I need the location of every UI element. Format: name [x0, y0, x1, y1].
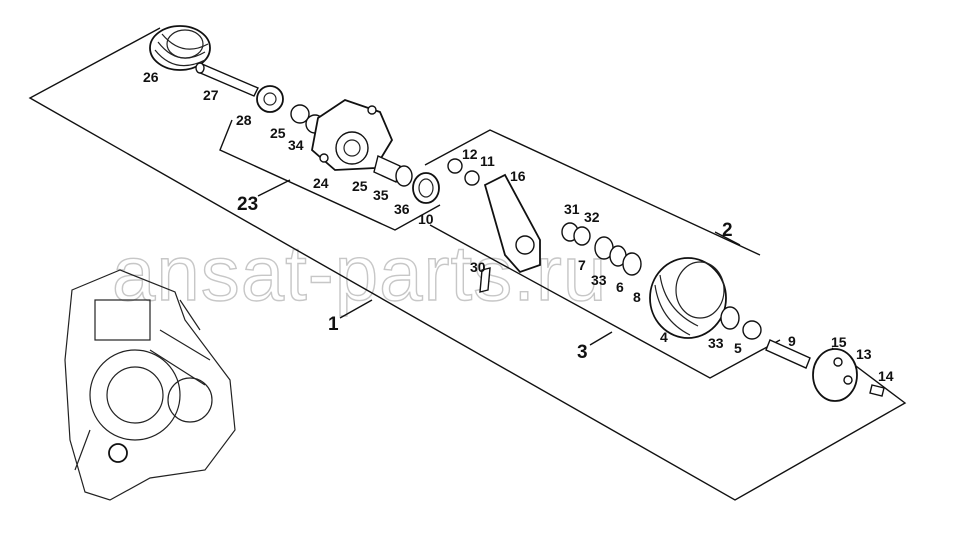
- part-14-bolt: [869, 384, 885, 397]
- label-28: 28: [236, 112, 252, 128]
- part-27-shaft: [195, 62, 259, 97]
- part-7-33-6-8-stack: [594, 236, 642, 276]
- label-12: 12: [462, 146, 478, 162]
- leader-3: [589, 331, 613, 346]
- label-8: 8: [633, 289, 641, 305]
- part-25-bushing-b: [373, 155, 413, 187]
- part-15-hub: [812, 348, 858, 402]
- label-16: 16: [510, 168, 526, 184]
- assembly-outline-1: [28, 27, 907, 501]
- label-27: 27: [203, 87, 219, 103]
- label-7: 7: [578, 257, 586, 273]
- label-9: 9: [788, 333, 796, 349]
- label-34: 34: [288, 137, 304, 153]
- label-35: 35: [373, 187, 389, 203]
- label-1: 1: [328, 314, 339, 335]
- label-14: 14: [878, 368, 894, 384]
- label-31: 31: [564, 201, 580, 217]
- label-25a: 25: [270, 125, 286, 141]
- label-25b: 25: [352, 178, 368, 194]
- label-5: 5: [734, 340, 742, 356]
- assembly-outline-2: [424, 129, 761, 256]
- part-33-ring: [720, 306, 740, 330]
- assembly-outline-23: [219, 119, 441, 231]
- label-23: 23: [237, 194, 258, 215]
- part-28-bearing: [256, 85, 284, 113]
- part-16-lever: [483, 173, 541, 274]
- leader-1: [339, 299, 373, 319]
- leader-23: [257, 179, 291, 197]
- label-26: 26: [143, 69, 159, 85]
- part-9-bolt: [765, 339, 811, 369]
- label-4: 4: [660, 329, 668, 345]
- assembly-outline-3: [429, 224, 781, 379]
- label-33b: 33: [708, 335, 724, 351]
- engine-sketch: [64, 269, 236, 501]
- label-33a: 33: [591, 272, 607, 288]
- part-10-ring: [412, 172, 440, 204]
- label-11: 11: [480, 153, 495, 169]
- label-24: 24: [313, 175, 329, 191]
- label-10: 10: [418, 211, 434, 227]
- part-30-pin: [479, 267, 491, 293]
- part-12-washer: [447, 158, 463, 174]
- label-30: 30: [470, 259, 486, 275]
- label-36: 36: [394, 201, 410, 217]
- label-2: 2: [722, 220, 733, 241]
- label-32: 32: [584, 209, 600, 225]
- part-26-spring: [149, 25, 211, 71]
- leader-2: [714, 231, 741, 246]
- label-13: 13: [856, 346, 872, 362]
- part-4-pulley: [649, 257, 727, 339]
- part-5-bushing: [742, 320, 762, 340]
- label-6: 6: [616, 279, 624, 295]
- part-31-32-washers: [561, 222, 591, 246]
- label-15: 15: [831, 334, 847, 350]
- label-3: 3: [577, 342, 588, 363]
- part-11-washer: [464, 170, 480, 186]
- part-24-housing: [311, 99, 394, 171]
